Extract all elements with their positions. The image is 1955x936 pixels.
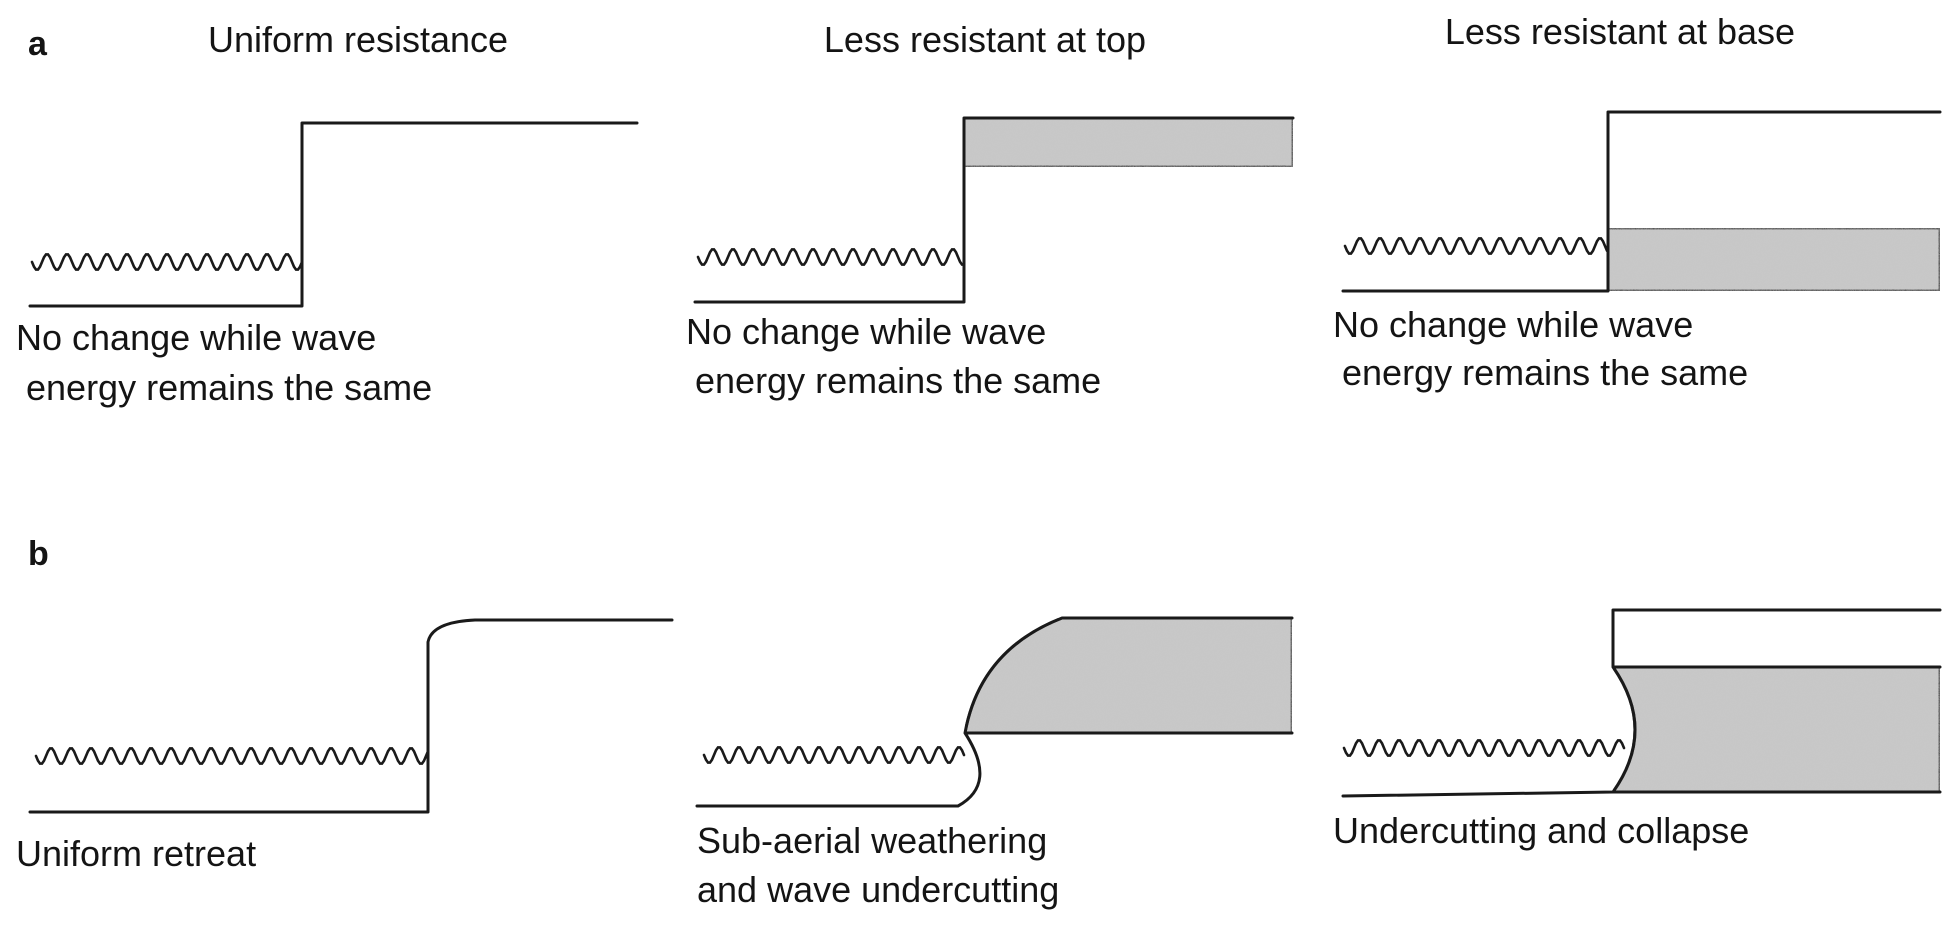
panel-caption: No change while wave energy remains the … <box>1333 304 1748 393</box>
panel-b-uniform: Uniform retreat <box>16 618 674 874</box>
cliff-profile <box>1341 608 1942 798</box>
panel-b-base: Undercutting and collapse <box>1333 608 1942 851</box>
less-resistant-layer <box>963 616 1294 735</box>
less-resistant-layer <box>1611 665 1942 794</box>
panel-caption: Undercutting and collapse <box>1333 810 1749 851</box>
panel-a-uniform: No change while wave energy remains the … <box>16 121 639 408</box>
cliff-profile <box>28 121 639 308</box>
less-resistant-layer <box>1606 226 1942 293</box>
less-resistant-layer <box>962 116 1295 169</box>
panel-a-base: No change while wave energy remains the … <box>1333 110 1942 393</box>
panel-caption: No change while wave energy remains the … <box>16 317 432 408</box>
column-title-less-resistant-top: Less resistant at top <box>824 19 1146 60</box>
cliff-profile <box>28 618 674 814</box>
wave-line <box>1343 237 1609 255</box>
cliff-profile <box>693 116 1295 304</box>
wave-line <box>1342 739 1626 757</box>
row-label-a: a <box>28 25 48 63</box>
panel-caption: Sub-aerial weathering and wave undercutt… <box>697 820 1059 910</box>
column-title-less-resistant-base: Less resistant at base <box>1445 11 1795 52</box>
column-title-uniform-resistance: Uniform resistance <box>208 19 508 60</box>
panel-caption: No change while wave energy remains the … <box>686 311 1101 401</box>
panel-b-top: Sub-aerial weathering and wave undercutt… <box>695 616 1294 910</box>
wave-line <box>702 746 966 764</box>
row-label-b: b <box>28 535 49 573</box>
panel-a-top: No change while wave energy remains the … <box>686 116 1295 401</box>
wave-line <box>34 747 430 765</box>
wave-line <box>30 253 304 271</box>
wave-line <box>696 248 966 266</box>
cliff-profile <box>695 616 1294 808</box>
panel-caption: Uniform retreat <box>16 833 256 874</box>
cliff-profile <box>1341 110 1942 293</box>
